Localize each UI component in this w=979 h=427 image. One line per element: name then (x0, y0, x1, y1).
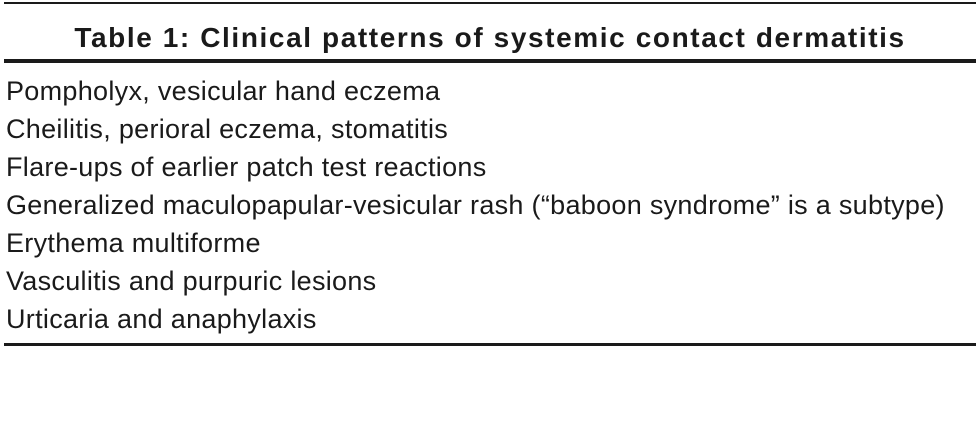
table-row: Urticaria and anaphylaxis (6, 304, 317, 334)
table-row: Vasculitis and purpuric lesions (6, 266, 377, 296)
table-top-rule (4, 2, 976, 4)
table-row: Cheilitis, perioral eczema, stomatitis (6, 114, 449, 144)
table-header-rule (4, 59, 976, 63)
table-row: Erythema multiforme (6, 228, 261, 258)
table-row: Pompholyx, vesicular hand eczema (6, 76, 441, 106)
table-row: Flare-ups of earlier patch test reaction… (6, 152, 487, 182)
table-row: Generalized maculopapular-vesicular rash… (6, 190, 945, 220)
table-rows: Pompholyx, vesicular hand eczema Cheilit… (4, 63, 976, 338)
table-title: Table 1: Clinical patterns of systemic c… (74, 22, 906, 53)
table-bottom-rule (4, 343, 976, 346)
clinical-patterns-table: Table 1: Clinical patterns of systemic c… (4, 2, 976, 346)
